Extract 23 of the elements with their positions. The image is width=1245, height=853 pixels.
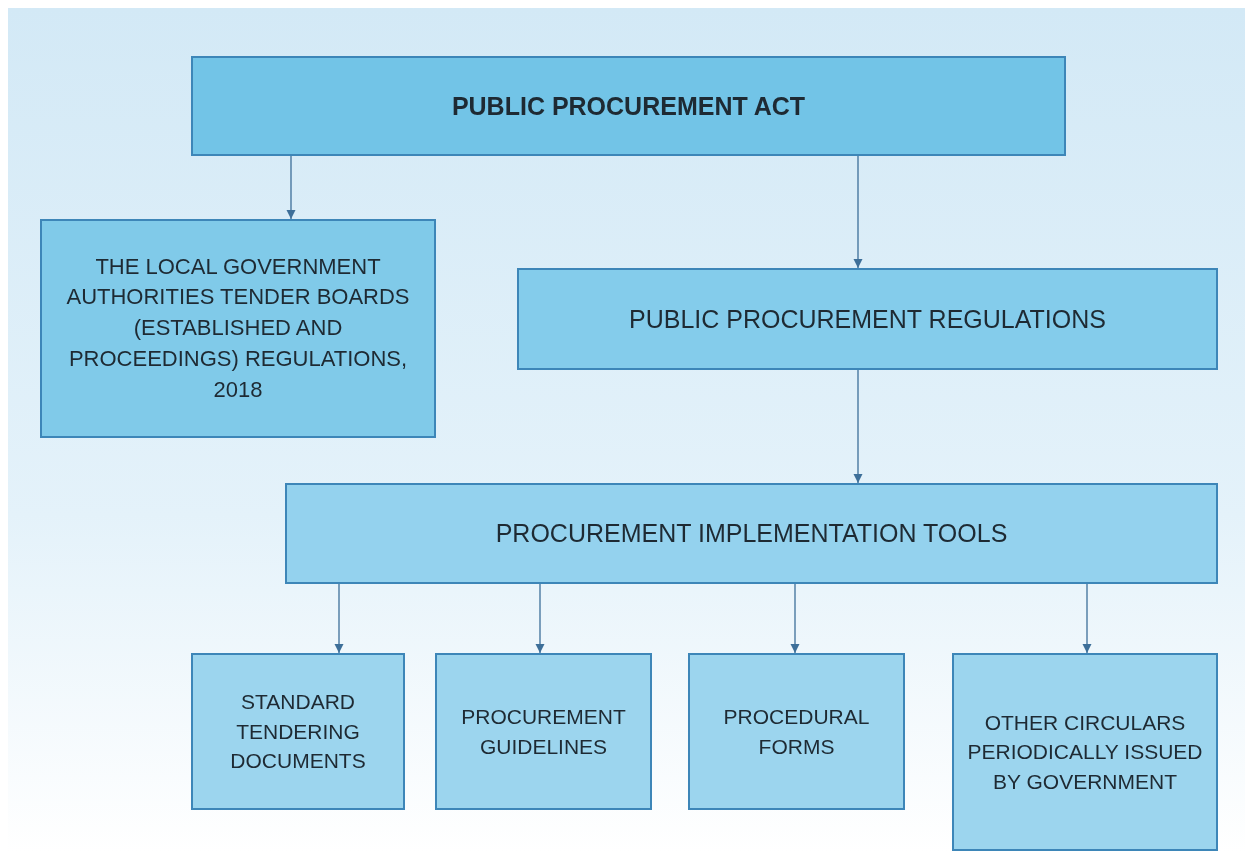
box-label: THE LOCAL GOVERNMENT AUTHORITIES TENDER BOARDS (ESTABLISHED AND PROCEEDINGS) REGULATIONS, 2018 [65, 252, 411, 404]
box-label: STANDARD TENDERING DOCUMENTS [229, 689, 367, 775]
box-label: PUBLIC PROCUREMENT REGULATIONS [628, 303, 1107, 335]
process-box [40, 219, 436, 438]
arrow [286, 155, 296, 220]
box-label: OTHER CIRCULARS PERIODICALLY ISSUED BY GOVERNMENT [966, 709, 1204, 795]
box-label: PROCUREMENT IMPLEMENTATION TOOLS [494, 518, 1009, 549]
process-box [952, 653, 1218, 851]
process-box [191, 56, 1066, 156]
arrow [535, 583, 545, 654]
process-box [688, 653, 905, 810]
process-box [435, 653, 652, 810]
arrow [1082, 583, 1092, 654]
process-box [517, 268, 1218, 370]
process-box [191, 653, 405, 810]
arrow [334, 583, 344, 654]
arrow [790, 583, 800, 654]
box-label: PROCEDURAL FORMS [722, 704, 871, 760]
arrow [853, 369, 863, 484]
box-label: PROCUREMENT GUIDELINES [460, 704, 627, 760]
box-label: PUBLIC PROCUREMENT ACT [450, 90, 807, 122]
arrow [853, 155, 863, 269]
process-box [285, 483, 1218, 584]
